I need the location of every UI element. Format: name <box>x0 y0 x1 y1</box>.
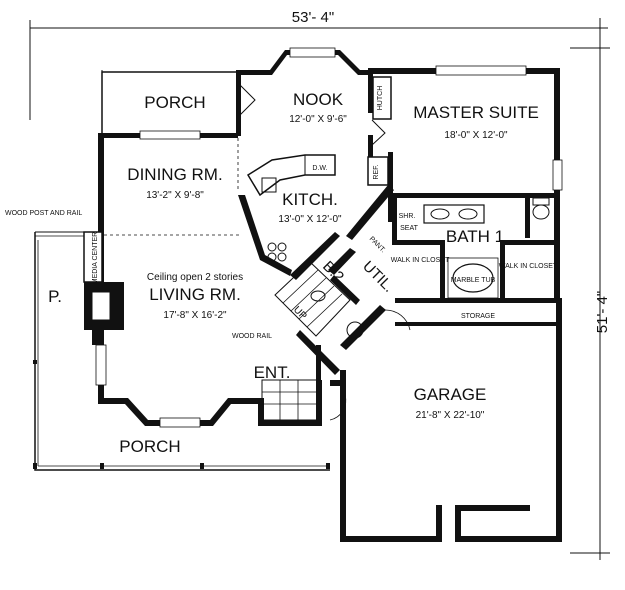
fireplace <box>83 231 124 345</box>
shr-label: SHR. <box>399 213 416 220</box>
depth-label: 51'- 4" <box>594 291 611 333</box>
fixtures <box>261 177 550 339</box>
porch-posts <box>33 360 330 469</box>
walk-in-closet-right-label: WALK IN CLOSET <box>499 263 558 270</box>
kitchen-size: 13'-0" X 12'-0" <box>278 214 342 225</box>
windows <box>95 47 563 428</box>
porch-top <box>101 70 240 135</box>
nook-size: 12'-0" X 9'-6" <box>289 114 347 125</box>
pant-label: PANT. <box>368 236 387 255</box>
interior-walls <box>238 68 560 380</box>
p-label: P. <box>48 287 62 306</box>
media-center-label: MEDIA CENTER <box>92 232 99 285</box>
kitchen-label: KITCH. <box>282 190 338 209</box>
walk-in-closet-left-label: WALK IN CLOSET <box>391 257 450 264</box>
wood-post-label: WOOD POST AND RAIL <box>5 210 82 217</box>
stairs <box>261 261 351 421</box>
wood-rail-label: WOOD RAIL <box>232 333 272 340</box>
depth-dimension: 51'- 4" <box>570 40 611 560</box>
ceiling-note: Ceiling open 2 stories <box>147 272 243 283</box>
dining-size: 13'-2" X 9'-8" <box>146 190 204 201</box>
nook-label: NOOK <box>293 90 344 109</box>
garage-label: GARAGE <box>414 385 487 404</box>
living-label: LIVING RM. <box>149 285 241 304</box>
ref-label: REF. <box>373 164 380 179</box>
porch-top-label: PORCH <box>144 93 205 112</box>
master-suite-label: MASTER SUITE <box>413 103 539 122</box>
stair-up-label: UP <box>291 304 309 322</box>
garage-size: 21'-8" X 22'-10" <box>416 410 485 421</box>
dw-label: D.W. <box>312 165 327 172</box>
porch-bottom-label: PORCH <box>119 437 180 456</box>
master-suite-size: 18'-0" X 12'-0" <box>444 130 508 141</box>
marble-tub-label: MARBLE TUB <box>451 277 496 284</box>
seat-label: SEAT <box>400 225 418 232</box>
entry-label: ENT. <box>254 363 291 382</box>
width-dimension: 53'- 4" <box>29 9 608 120</box>
hutch-label: HUTCH <box>377 86 384 111</box>
porch-bottom <box>34 231 330 471</box>
width-label: 53'- 4" <box>292 9 334 26</box>
open-ceiling-lines <box>104 138 240 236</box>
storage-label: STORAGE <box>461 313 495 320</box>
doors <box>239 84 411 421</box>
dining-label: DINING RM. <box>127 165 222 184</box>
bath1-label: BATH 1 <box>446 227 504 246</box>
living-size: 17'-8" X 16'-2" <box>163 310 227 321</box>
